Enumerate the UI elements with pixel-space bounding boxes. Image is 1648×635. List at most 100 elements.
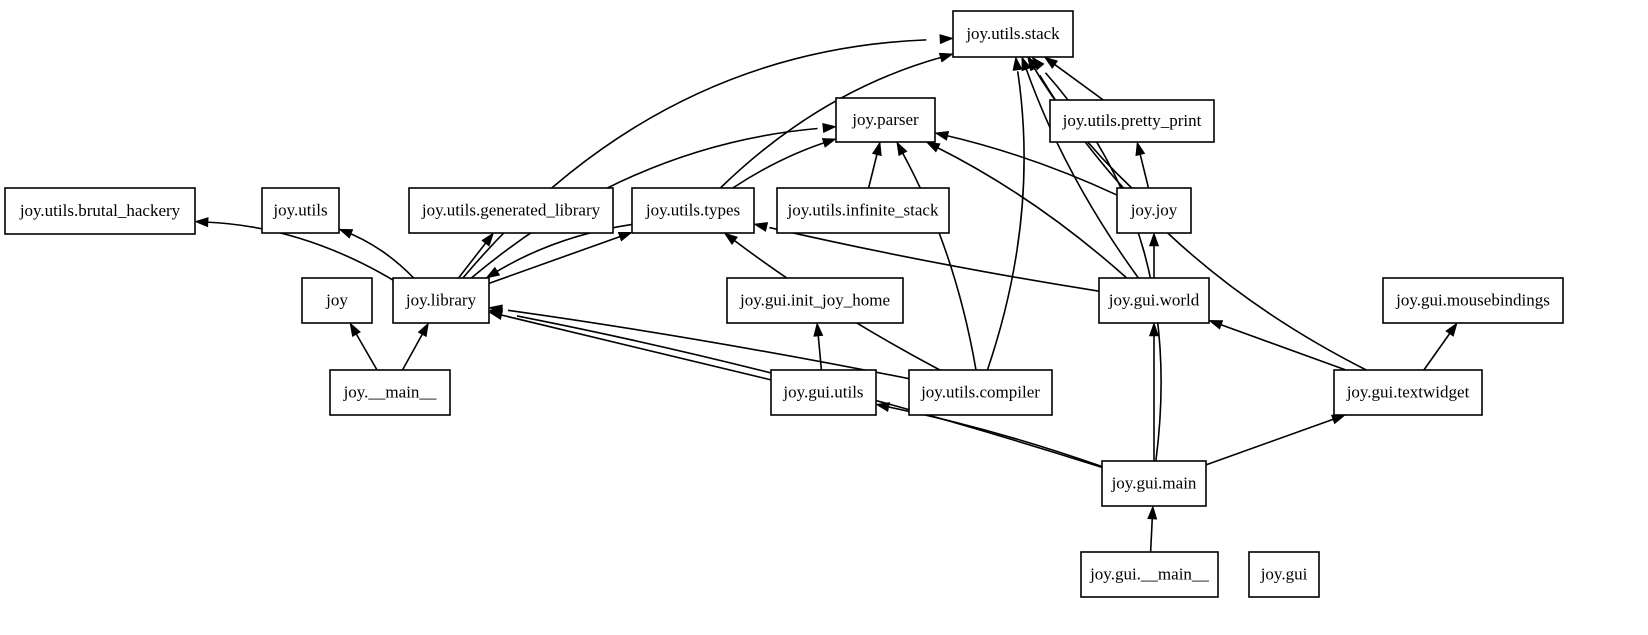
edge-joy.utils.types-to-joy.library bbox=[485, 223, 633, 279]
node-box[interactable] bbox=[1382, 277, 1564, 324]
edge-joy.__main__-to-joy bbox=[349, 322, 378, 371]
node-joy.gui.__main__[interactable]: joy.gui.__main__ bbox=[1080, 551, 1219, 598]
node-label: joy.utils.stack bbox=[965, 24, 1060, 43]
edge-joy.library-to-joy.parser bbox=[470, 122, 837, 279]
arrow-head-icon bbox=[939, 34, 954, 45]
node-box[interactable] bbox=[408, 187, 614, 234]
edge-joy.joy-to-joy.utils.pretty_print bbox=[1135, 141, 1150, 189]
node-box[interactable] bbox=[835, 97, 936, 143]
edge-joy.utils.infinite_stack-to-joy.parser bbox=[867, 141, 882, 189]
node-box[interactable] bbox=[770, 369, 877, 416]
arrow-head-icon bbox=[1148, 232, 1160, 247]
edge-joy.gui.textwidget-to-joy.gui.mousebindings bbox=[1423, 322, 1458, 371]
arrow-head-icon bbox=[896, 141, 908, 157]
node-joy.utils.compiler[interactable]: joy.utils.compiler bbox=[908, 369, 1053, 416]
edge-line bbox=[986, 71, 1025, 371]
node-joy.library[interactable]: joy.library bbox=[392, 277, 490, 324]
node-joy.utils.pretty_print[interactable]: joy.utils.pretty_print bbox=[1049, 99, 1215, 143]
arrow-head-icon bbox=[485, 266, 501, 279]
edge-line bbox=[204, 221, 394, 281]
node-label: joy.gui.world bbox=[1108, 290, 1200, 309]
node-box[interactable] bbox=[726, 277, 904, 324]
node-joy.utils[interactable]: joy.utils bbox=[261, 187, 340, 234]
node-box[interactable] bbox=[392, 277, 490, 324]
arrow-head-icon bbox=[488, 308, 504, 318]
node-box[interactable] bbox=[631, 187, 755, 234]
node-label: joy.utils.infinite_stack bbox=[787, 200, 939, 219]
edge-joy.library-to-joy.utils.stack bbox=[462, 34, 954, 279]
arrow-head-icon bbox=[938, 52, 954, 63]
edge-joy.gui.__main__-to-joy.gui.main bbox=[1147, 505, 1158, 553]
node-box[interactable] bbox=[1116, 187, 1192, 234]
node-joy.gui.mousebindings[interactable]: joy.gui.mousebindings bbox=[1382, 277, 1564, 324]
edge-line bbox=[507, 309, 910, 380]
arrow-head-icon bbox=[1012, 56, 1023, 71]
edge-joy.joy-to-joy.parser bbox=[934, 131, 1118, 196]
edge-joy.library-to-joy.utils.generated_library bbox=[457, 232, 495, 279]
node-joy.gui.main[interactable]: joy.gui.main bbox=[1101, 460, 1207, 507]
arrow-head-icon bbox=[338, 228, 354, 239]
arrow-head-icon bbox=[934, 131, 950, 141]
node-label: joy.utils.generated_library bbox=[421, 200, 601, 219]
node-label: joy.joy bbox=[1130, 200, 1178, 219]
node-label: joy.utils bbox=[272, 200, 327, 219]
node-box[interactable] bbox=[261, 187, 340, 234]
edge-joy.gui.world-to-joy.joy bbox=[1148, 232, 1160, 278]
node-label: joy.utils.pretty_print bbox=[1062, 111, 1202, 130]
node-joy.utils.types[interactable]: joy.utils.types bbox=[631, 187, 755, 234]
arrow-head-icon bbox=[1021, 56, 1032, 72]
arrow-head-icon bbox=[1135, 141, 1146, 157]
arrow-head-icon bbox=[822, 122, 837, 133]
node-box[interactable] bbox=[301, 277, 373, 324]
node-box[interactable] bbox=[1098, 277, 1210, 324]
edge-joy.__main__-to-joy.library bbox=[401, 322, 429, 371]
node-box[interactable] bbox=[908, 369, 1053, 416]
arrow-head-icon bbox=[1445, 322, 1458, 337]
node-box[interactable] bbox=[1080, 551, 1219, 598]
arrow-head-icon bbox=[813, 322, 824, 337]
node-joy.gui.init_joy_home[interactable]: joy.gui.init_joy_home bbox=[726, 277, 904, 324]
node-box[interactable] bbox=[329, 369, 451, 416]
node-joy.joy[interactable]: joy.joy bbox=[1116, 187, 1192, 234]
node-joy.gui.utils[interactable]: joy.gui.utils bbox=[770, 369, 877, 416]
arrow-head-icon bbox=[481, 232, 495, 247]
node-box[interactable] bbox=[1049, 99, 1215, 143]
node-joy.utils.stack[interactable]: joy.utils.stack bbox=[952, 10, 1074, 58]
node-joy.gui[interactable]: joy.gui bbox=[1248, 551, 1320, 598]
edge-line bbox=[462, 39, 927, 279]
edge-joy.library-to-joy.utils bbox=[338, 228, 415, 279]
edge-layer bbox=[194, 34, 1458, 553]
arrow-head-icon bbox=[1147, 505, 1158, 520]
edge-line bbox=[501, 314, 772, 381]
edge-joy.gui.main-to-joy.gui.textwidget bbox=[1205, 414, 1347, 466]
edge-line bbox=[901, 151, 977, 371]
node-label: joy.gui.textwidget bbox=[1346, 382, 1470, 401]
arrow-head-icon bbox=[753, 222, 769, 232]
arrow-head-icon bbox=[925, 141, 941, 153]
edge-joy.gui.world-to-joy.parser bbox=[925, 141, 1128, 279]
edge-joy.utils.compiler-to-joy.utils.stack bbox=[986, 56, 1025, 371]
node-joy.utils.generated_library[interactable]: joy.utils.generated_library bbox=[408, 187, 614, 234]
edge-joy.gui.textwidget-to-joy.gui.world bbox=[1208, 320, 1347, 371]
node-label: joy.parser bbox=[851, 110, 919, 129]
node-joy.__main__[interactable]: joy.__main__ bbox=[329, 369, 451, 416]
node-box[interactable] bbox=[4, 187, 196, 235]
node-layer: joy.utils.stack joy.parser joy.utils.prett… bbox=[4, 10, 1564, 598]
arrow-head-icon bbox=[1148, 322, 1160, 337]
arrow-head-icon bbox=[875, 402, 891, 412]
node-joy.utils.brutal_hackery[interactable]: joy.utils.brutal_hackery bbox=[4, 187, 196, 235]
node-box[interactable] bbox=[776, 187, 950, 234]
node-box[interactable] bbox=[1101, 460, 1207, 507]
node-box[interactable] bbox=[952, 10, 1074, 58]
node-joy[interactable]: joy bbox=[301, 277, 373, 324]
arrow-head-icon bbox=[617, 231, 633, 242]
node-joy.gui.world[interactable]: joy.gui.world bbox=[1098, 277, 1210, 324]
node-box[interactable] bbox=[1333, 369, 1483, 416]
node-joy.utils.infinite_stack[interactable]: joy.utils.infinite_stack bbox=[776, 187, 950, 234]
edge-line bbox=[943, 134, 1118, 196]
node-joy.gui.textwidget[interactable]: joy.gui.textwidget bbox=[1333, 369, 1483, 416]
node-box[interactable] bbox=[1248, 551, 1320, 598]
node-joy.parser[interactable]: joy.parser bbox=[835, 97, 936, 143]
edge-joy.gui.main-to-joy.gui.world bbox=[1148, 322, 1160, 461]
